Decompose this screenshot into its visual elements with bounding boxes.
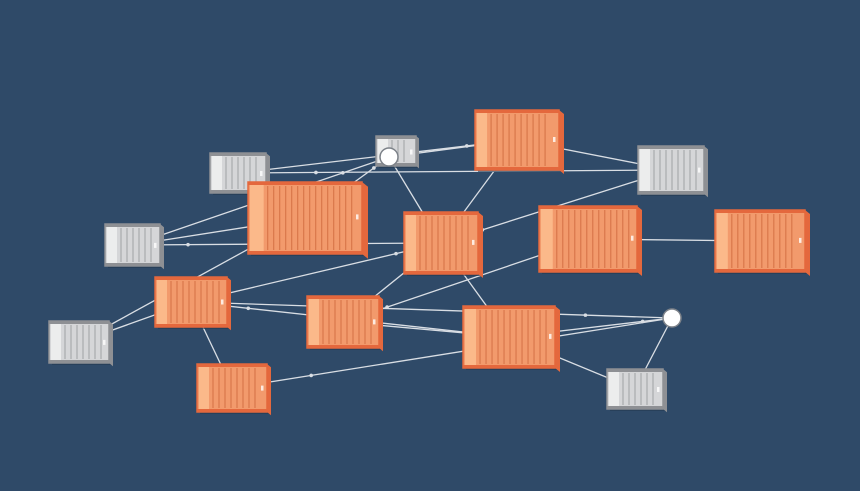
gray-container: [48, 320, 113, 367]
orange-container: [196, 363, 271, 416]
orange-container: [462, 305, 560, 372]
gray-container: [209, 152, 270, 197]
orange-container: [714, 209, 810, 276]
orange-container: [474, 109, 564, 174]
orange-container: [538, 205, 642, 276]
edge-connector: [190, 301, 673, 319]
hub-node: [379, 147, 399, 167]
nodes-layer: [48, 109, 810, 416]
hub-node: [662, 308, 682, 328]
edge-connector: [231, 317, 673, 389]
orange-container: [247, 181, 368, 259]
orange-container: [306, 295, 383, 352]
orange-container: [154, 276, 231, 331]
orange-container: [403, 211, 483, 278]
gray-container: [637, 145, 708, 198]
edge-connector: [190, 242, 442, 303]
gray-container: [104, 223, 164, 270]
edge-connector: [237, 169, 672, 175]
gray-container: [606, 368, 667, 413]
